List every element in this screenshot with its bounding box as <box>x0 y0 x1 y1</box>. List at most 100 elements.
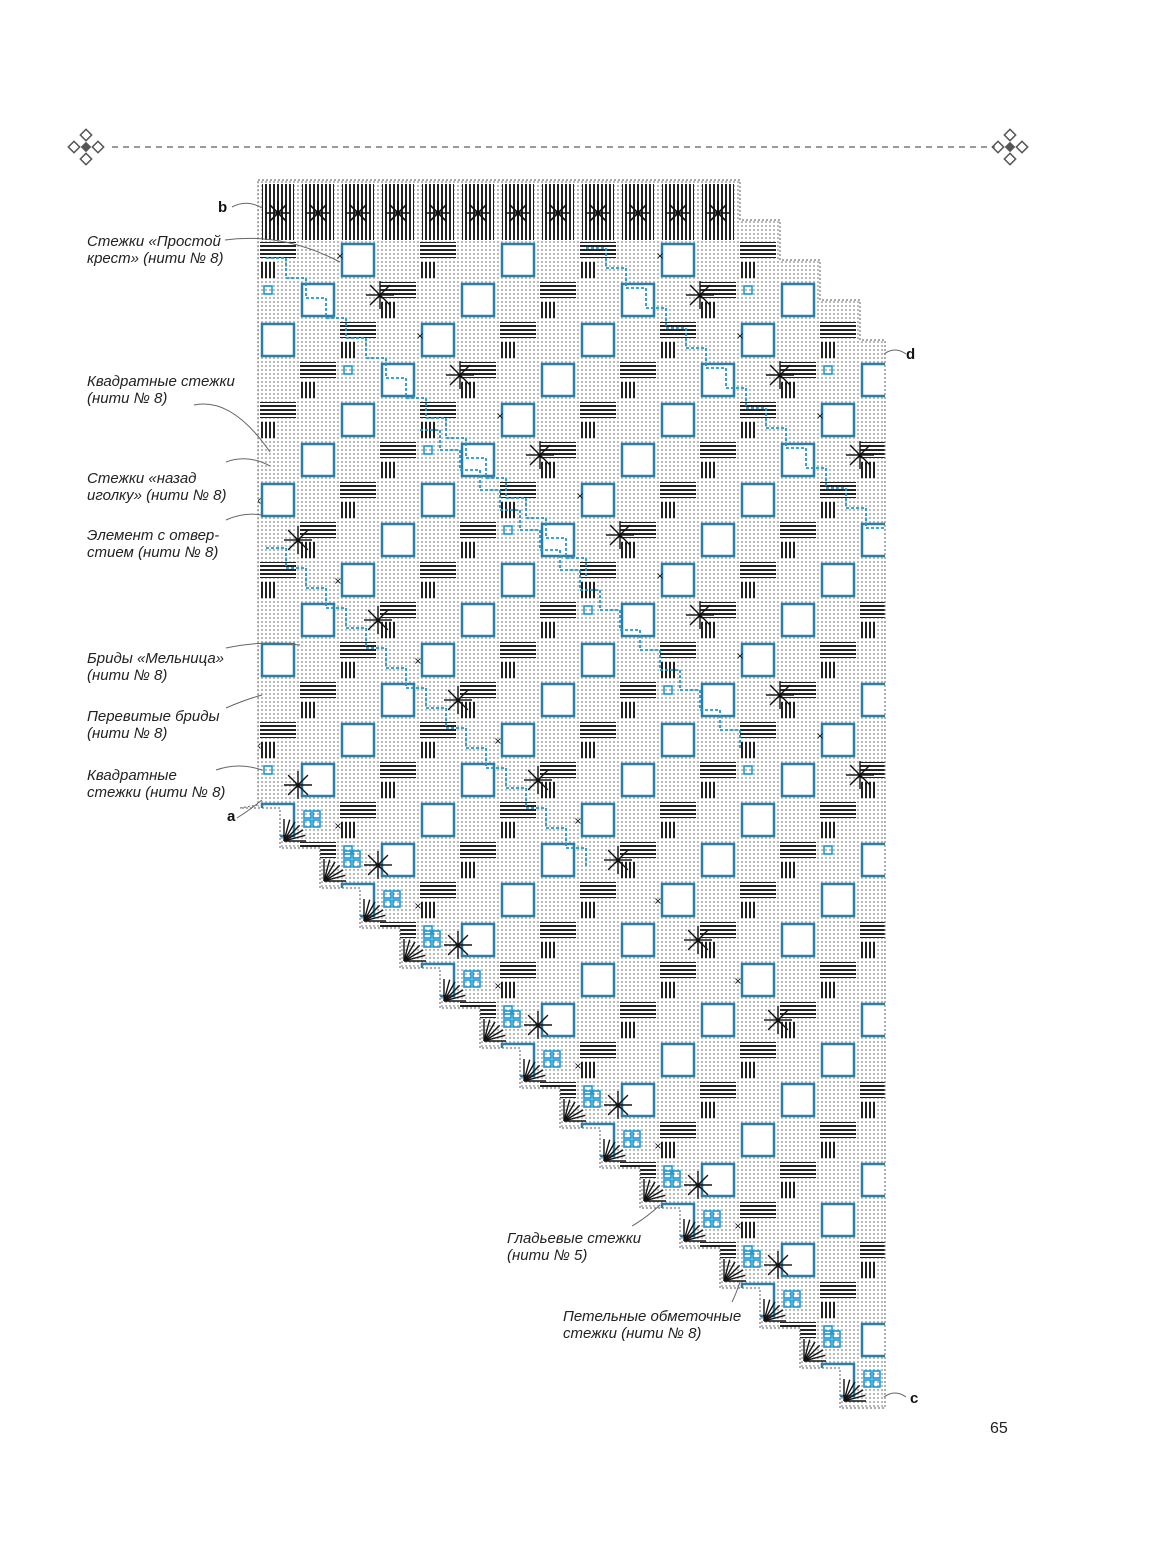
square-cluster-icon <box>303 810 321 828</box>
satin-block <box>460 542 476 558</box>
satin-block <box>820 662 836 678</box>
square-stitch <box>503 1019 512 1028</box>
point-b: b <box>218 199 228 216</box>
satin-block <box>660 982 676 998</box>
satin-block <box>260 1042 296 1058</box>
star-eyelet-icon <box>426 201 450 225</box>
star-ray <box>379 294 391 306</box>
star-ray <box>687 1184 699 1196</box>
square-stitch <box>423 930 432 939</box>
satin-block <box>500 322 536 338</box>
satin-block <box>860 762 885 778</box>
square-stitch <box>392 890 401 899</box>
satin-block <box>500 342 516 358</box>
fan-ray <box>323 861 336 882</box>
square-stitch <box>703 1219 712 1228</box>
cross-stitch-mark: × <box>414 901 422 912</box>
square-stitch <box>263 285 273 295</box>
star-ray <box>367 609 379 621</box>
star-ray <box>367 619 379 631</box>
satin-block <box>580 722 616 738</box>
satin-block <box>820 1142 836 1158</box>
square-stitch <box>432 939 441 948</box>
fan-ray <box>563 1099 571 1122</box>
satin-block <box>420 402 456 418</box>
fan-ray <box>803 1354 826 1362</box>
satin-block <box>700 442 736 458</box>
open-square <box>300 282 336 318</box>
cross-stitch-mark: × <box>654 896 662 907</box>
satin-block <box>260 562 296 578</box>
star-ray <box>619 534 631 546</box>
satin-block <box>340 502 356 518</box>
star-ray <box>428 212 439 223</box>
star-eyelet-icon <box>686 601 714 629</box>
satin-block <box>540 622 556 638</box>
fan-ray <box>443 979 451 1002</box>
star-ray <box>557 212 568 223</box>
satin-block <box>780 1002 816 1018</box>
square-stitch <box>423 925 433 935</box>
star-ray <box>637 203 648 214</box>
satin-block <box>740 562 776 578</box>
satin-block <box>740 1362 776 1378</box>
cross-stitch-mark: × <box>334 576 342 587</box>
open-square <box>820 722 856 758</box>
open-square <box>460 1082 496 1118</box>
star-ray <box>767 1254 779 1266</box>
square-stitch <box>663 685 673 695</box>
open-square <box>700 522 736 558</box>
star-ray <box>529 444 541 456</box>
satin-block <box>620 682 656 698</box>
diamond-ornament-icon <box>991 128 1029 166</box>
open-square <box>340 722 376 758</box>
open-square <box>420 482 456 518</box>
fan-ray <box>603 1144 621 1162</box>
fan-ray <box>803 1349 824 1362</box>
star-ray <box>617 859 629 871</box>
satin-block <box>380 462 396 478</box>
cross-stitch-mark: × <box>816 411 824 422</box>
cross-stitch-mark: × <box>496 411 504 422</box>
satin-block <box>420 1042 456 1058</box>
satin-block <box>740 582 756 598</box>
square-stitch <box>792 1299 801 1308</box>
open-square <box>340 1042 376 1078</box>
star-ray <box>297 539 309 551</box>
open-square <box>380 1002 416 1038</box>
fan-ray <box>723 1261 736 1282</box>
star-ray <box>527 1024 539 1036</box>
star-eyelet-icon <box>366 281 394 309</box>
star-ray <box>617 849 629 861</box>
buttonhole-fan-icon <box>603 1139 626 1162</box>
satin-block <box>540 1102 556 1118</box>
backstitch-path <box>420 429 741 750</box>
leader-line <box>225 642 301 649</box>
fan-ray <box>843 1394 866 1402</box>
satin-block <box>460 522 496 538</box>
satin-block <box>300 1342 316 1358</box>
satin-block <box>260 1382 276 1398</box>
square-stitch <box>352 850 361 859</box>
satin-block <box>420 722 456 738</box>
satin-block <box>860 302 876 318</box>
open-square <box>660 402 696 438</box>
open-square <box>700 682 736 718</box>
star-ray <box>449 374 461 386</box>
star-ray <box>859 444 871 456</box>
satin-block <box>820 822 836 838</box>
satin-block <box>420 742 436 758</box>
satin-block <box>620 542 636 558</box>
satin-block <box>500 1122 536 1138</box>
star-ray <box>437 203 448 214</box>
open-square <box>340 242 376 278</box>
satin-block <box>300 1182 316 1198</box>
satin-block <box>420 1362 456 1378</box>
satin-block <box>700 1262 716 1278</box>
star-eyelet-icon <box>284 771 312 799</box>
satin-block <box>580 242 616 258</box>
square-stitch <box>552 1059 561 1068</box>
fan-ray <box>443 994 466 1002</box>
satin-block <box>340 1122 376 1138</box>
open-square <box>860 1002 885 1038</box>
